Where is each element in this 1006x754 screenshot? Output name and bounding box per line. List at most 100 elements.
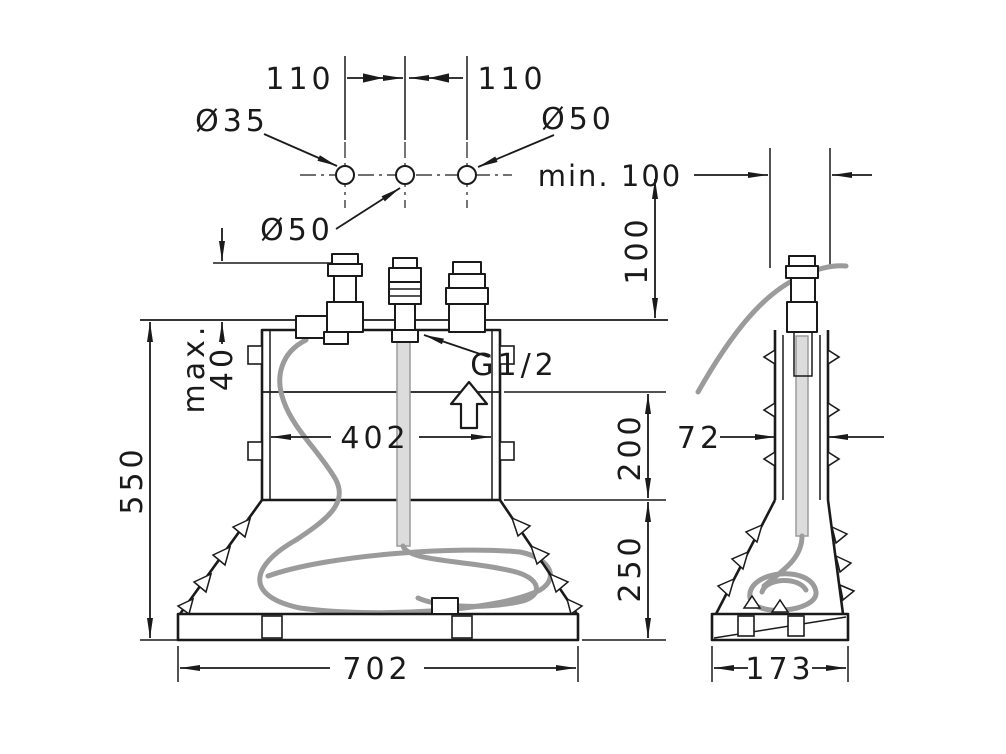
side-valve-stem (790, 277, 816, 303)
max-40-label-line2: 40 (205, 345, 240, 391)
dim-550-label: 550 (115, 445, 150, 514)
max-40-label-line1: max. (177, 323, 212, 414)
center-valve-nut (391, 329, 419, 343)
dim-110-left-label: 110 (265, 62, 334, 97)
anchor-triangle (770, 598, 790, 613)
serration-tooth (510, 516, 532, 538)
body-clip-left-lower (247, 441, 263, 461)
dim-110-left-extra-arrow (363, 73, 383, 83)
side-base-diagonal (713, 616, 847, 639)
dim-250-label: 250 (613, 533, 648, 602)
serration-tooth (838, 583, 856, 602)
serration-tooth (176, 597, 195, 616)
base-foot-right (451, 615, 473, 639)
right-valve-collar (448, 273, 486, 289)
right-valve-fitting (445, 261, 489, 333)
base-foot-left (261, 615, 283, 639)
body-inner-walls (269, 330, 493, 500)
side-hose-coil-inner (759, 578, 809, 595)
top-view: 110 110 Ø35 Ø50 Ø50 min. 100 (195, 56, 872, 268)
right-valve-base (448, 303, 486, 333)
left-valve-cap (331, 253, 359, 265)
dia-50-center-label: Ø50 (260, 213, 334, 248)
min-100-label: min. 100 (538, 159, 682, 193)
side-body-inner-walls (782, 335, 821, 500)
dim-110-right-label: 110 (477, 62, 546, 97)
side-clip (827, 450, 841, 468)
dim-200-label: 200 (613, 412, 648, 481)
min-100-extension-lines (769, 148, 831, 268)
serration-tooth (548, 572, 570, 594)
left-valve-stem (333, 275, 357, 303)
serration-tooth (730, 550, 750, 571)
body-clip-left-upper (247, 345, 263, 365)
left-hole-circle (335, 165, 355, 185)
dia-50-right-label: Ø50 (541, 102, 615, 137)
dim-110-right-extra-arrow (429, 73, 449, 83)
center-valve-cap (392, 257, 418, 269)
right-hole-circle (457, 165, 477, 185)
dim-100-label: 100 (620, 215, 655, 284)
base-plate (176, 612, 580, 642)
thread-g12-label: G1/2 (470, 348, 558, 383)
dim-173-label: 173 (745, 652, 814, 687)
center-valve-collar (388, 267, 422, 283)
body-clip-right-lower (499, 441, 515, 461)
left-valve-nut (323, 331, 349, 345)
flexible-hose-coil (257, 337, 553, 616)
side-valve-inner-detail (793, 331, 813, 377)
dia-35-label: Ø35 (195, 104, 269, 139)
side-clip (762, 348, 776, 366)
anchor-triangle (742, 594, 762, 609)
serration-tooth (830, 525, 849, 545)
side-clip (762, 401, 776, 419)
side-view: 72 173 (677, 255, 884, 687)
front-view: 100 max. 40 550 (115, 179, 668, 687)
serration-tooth (744, 523, 764, 544)
body-upper-box (260, 328, 502, 502)
extension-lines-holes (344, 56, 468, 140)
tub-rim-curve (695, 263, 849, 395)
center-valve-ribs (388, 281, 422, 305)
side-clip (827, 348, 841, 366)
serration-tooth (192, 572, 213, 594)
dim-402-label: 402 (340, 421, 409, 456)
hose-clamp (431, 597, 459, 615)
dia-50-center-leader (335, 187, 401, 230)
right-extension-lines (504, 391, 666, 641)
left-valve-collar (327, 263, 363, 277)
center-hole-circle (395, 165, 415, 185)
side-clip (827, 401, 841, 419)
side-base-plate (710, 612, 850, 642)
serration-tooth (565, 597, 584, 616)
right-valve-ribs (445, 287, 489, 305)
side-hose-coil-outer (747, 571, 819, 613)
side-valve-collar (785, 265, 819, 279)
dim-702-extension-lines (177, 646, 579, 682)
serration-tooth (716, 577, 736, 598)
dia-50-right-leader (477, 134, 555, 168)
dim-173-extension-lines (711, 646, 849, 682)
right-valve-cap (452, 261, 482, 275)
side-base-foot (787, 615, 805, 637)
serration-tooth (529, 544, 551, 566)
dia-35-leader (263, 133, 338, 167)
side-valve-base (786, 301, 818, 333)
center-valve-fitting (388, 257, 422, 343)
side-clip (762, 450, 776, 468)
side-valve-fitting (785, 255, 819, 377)
dim-72-label: 72 (677, 421, 723, 456)
side-supply-tube (795, 335, 809, 537)
center-valve-rib-lines (389, 288, 421, 297)
serration-tooth (211, 545, 232, 567)
serration-tooth (231, 517, 252, 539)
thread-g12-leader (423, 334, 490, 358)
side-valve-cap (788, 255, 816, 267)
center-valve-stem (394, 303, 416, 333)
left-valve-base (326, 301, 364, 333)
body-clip-right-upper (499, 345, 515, 365)
serration-tooth (834, 554, 853, 574)
side-base-foot (737, 615, 755, 637)
